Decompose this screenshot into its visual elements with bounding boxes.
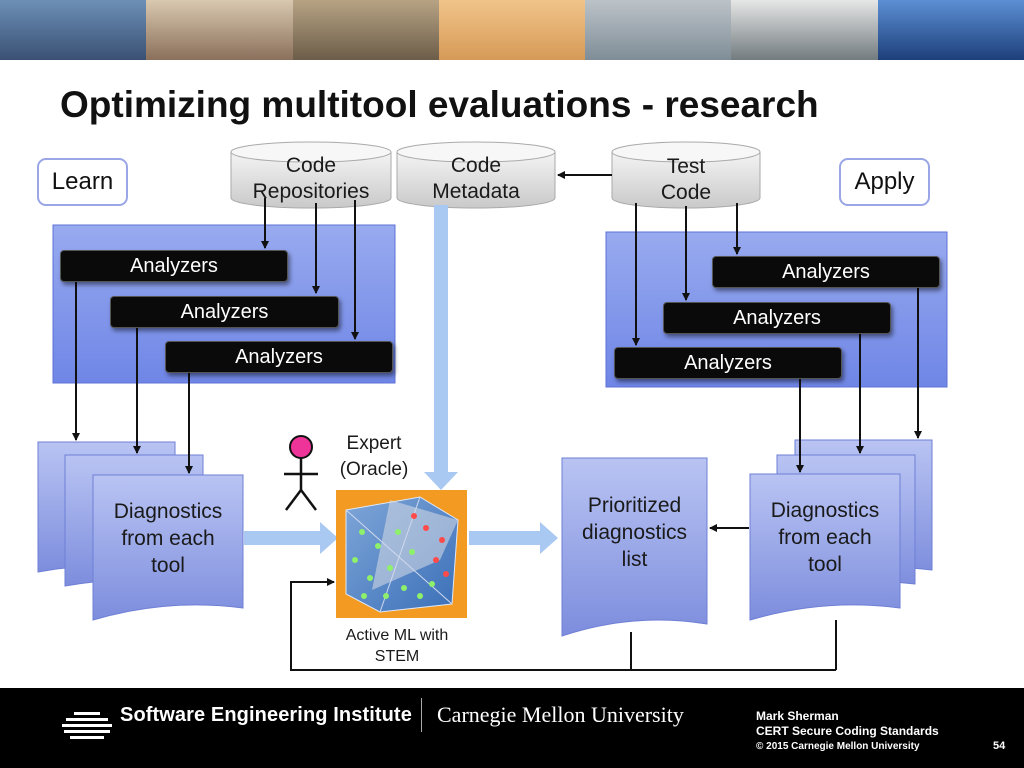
label-line: Repositories (252, 180, 370, 203)
evaluation-flow-diagram (37, 141, 948, 671)
label-line: (Oracle) (339, 459, 409, 480)
banner-photo-city (0, 0, 147, 60)
banner-photo-security (877, 0, 1024, 60)
cmu-wordmark: Carnegie Mellon University (437, 702, 684, 727)
code-repositories-label: Code Repositories (231, 153, 391, 205)
test-code-label: Test Code (612, 154, 760, 206)
learn-diagnostics-stack (37, 441, 244, 621)
banner-photo-buildings (585, 0, 732, 60)
label-line: tool (808, 553, 842, 576)
label-line: diagnostics (581, 521, 688, 544)
learn-analyzer-3: Analyzers (165, 341, 393, 373)
code-metadata-db (396, 141, 556, 209)
slide-number: 54 (993, 740, 1006, 752)
banner-photo-power-lines (438, 0, 586, 60)
prioritized-list-doc (561, 457, 708, 637)
label-line: Test (666, 155, 706, 178)
label-line: Prioritized (587, 494, 682, 517)
learn-diagnostics-label: Diagnostics from each tool (93, 498, 243, 579)
active-ml-image (336, 490, 467, 618)
apply-output-arrows (796, 287, 922, 473)
learn-output-arrows (72, 280, 193, 474)
label-line: Code (285, 154, 337, 177)
apply-label: Apply (839, 158, 930, 206)
label-line: from each (778, 526, 872, 549)
label-line: Metadata (432, 180, 520, 203)
copyright-notice: © 2015 Carnegie Mellon University (756, 741, 920, 752)
label-line: Code (450, 154, 502, 177)
learn-label: Learn (37, 158, 128, 206)
expert-stick-figure-icon (284, 435, 318, 511)
label-line: Diagnostics (770, 499, 880, 522)
presenter-title: CERT Secure Coding Standards (756, 724, 939, 738)
slide-title: Optimizing multitool evaluations - resea… (60, 84, 819, 125)
label-line: Active ML with (345, 627, 449, 644)
test-code-arrows (557, 171, 741, 346)
ml-to-prioritized-arrow (469, 522, 558, 554)
label-line: Diagnostics (113, 500, 223, 523)
learn-analyzer-1: Analyzers (60, 250, 288, 282)
code-repositories-db (230, 141, 392, 209)
expert-oracle-label: Expert (Oracle) (326, 431, 422, 483)
test-code-db (611, 141, 761, 209)
prioritized-list-label: Prioritized diagnostics list (562, 492, 707, 573)
apply-analyzer-1: Analyzers (712, 256, 940, 288)
label-line: tool (151, 554, 185, 577)
footer-bar: Software Engineering Institute Carnegie … (0, 688, 1024, 768)
label-line: Code (660, 181, 712, 204)
footer-divider (421, 698, 422, 732)
presenter-credit: Mark Sherman CERT Secure Coding Standard… (756, 709, 939, 754)
apply-analyzer-3: Analyzers (614, 347, 842, 379)
metadata-to-ml-arrow (424, 205, 458, 490)
banner-photo-gear (292, 0, 439, 60)
header-banner (0, 0, 1024, 60)
label-line: STEM (374, 648, 420, 665)
presenter-name: Mark Sherman (756, 709, 839, 723)
banner-photo-tools (731, 0, 878, 60)
label-line: list (621, 548, 648, 571)
repository-arrows (261, 198, 359, 340)
apply-analyzer-2: Analyzers (663, 302, 891, 334)
learn-analyzer-2: Analyzers (110, 296, 339, 328)
sei-globe-logo-icon (62, 712, 112, 739)
code-metadata-label: Code Metadata (397, 153, 555, 205)
apply-diagnostics-label: Diagnostics from each tool (750, 497, 900, 578)
banner-photo-industrial (146, 0, 293, 60)
feedback-loop-arrow (290, 578, 837, 671)
label-line: from each (121, 527, 215, 550)
diagnostics-to-ml-arrow (244, 522, 338, 554)
label-line: Expert (346, 433, 402, 454)
apply-diagnostics-stack (749, 439, 933, 621)
sei-wordmark: Software Engineering Institute (120, 704, 412, 726)
active-ml-label: Active ML with STEM (326, 625, 468, 667)
